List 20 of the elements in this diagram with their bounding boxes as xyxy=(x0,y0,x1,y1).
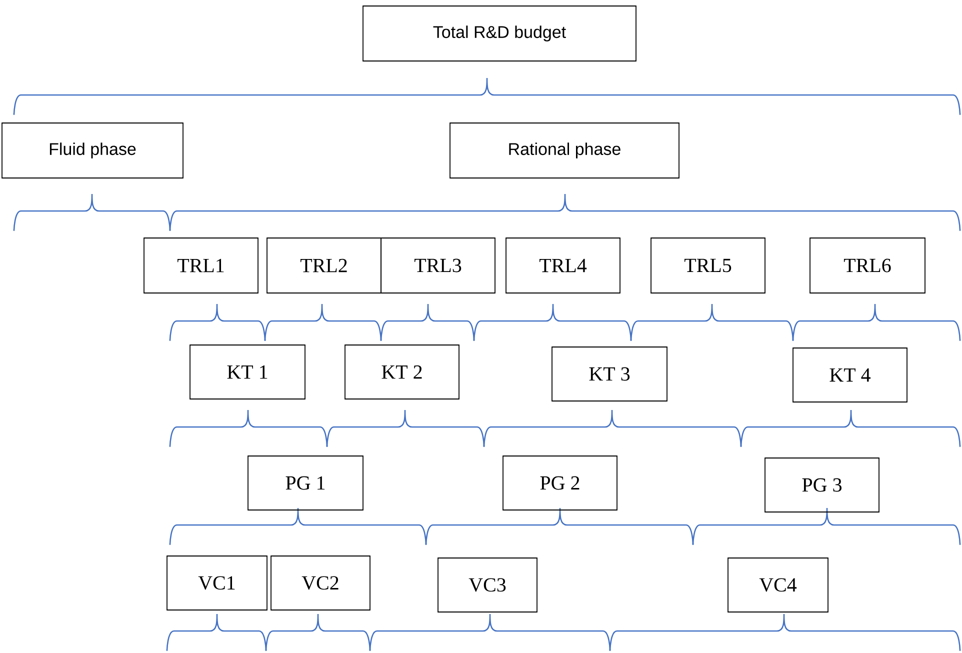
text-box: VC2 xyxy=(270,556,370,610)
text-box: VC4 xyxy=(728,558,828,612)
text-box: PG 1 xyxy=(248,456,364,510)
text-box: PG 2 xyxy=(502,456,618,510)
text-box: TRL6 xyxy=(810,238,926,294)
text-box: TRL3 xyxy=(380,238,496,294)
text-box: KT 2 xyxy=(344,344,460,400)
text-box: TRL1 xyxy=(144,238,258,294)
text-box: PG 3 xyxy=(764,458,880,512)
text-box: KT 1 xyxy=(190,344,306,400)
text-box: KT 4 xyxy=(792,348,908,402)
text-box: Fluid phase xyxy=(2,122,184,178)
text-box: KT 3 xyxy=(552,346,668,402)
text-box: VC3 xyxy=(438,558,538,612)
text-box: TRL2 xyxy=(266,238,382,294)
text-box: VC1 xyxy=(166,556,268,610)
text-box: Total R&D budget xyxy=(362,6,636,62)
text-box: TRL4 xyxy=(506,238,620,294)
text-box: TRL5 xyxy=(650,238,766,294)
text-box: Rational phase xyxy=(450,122,680,178)
